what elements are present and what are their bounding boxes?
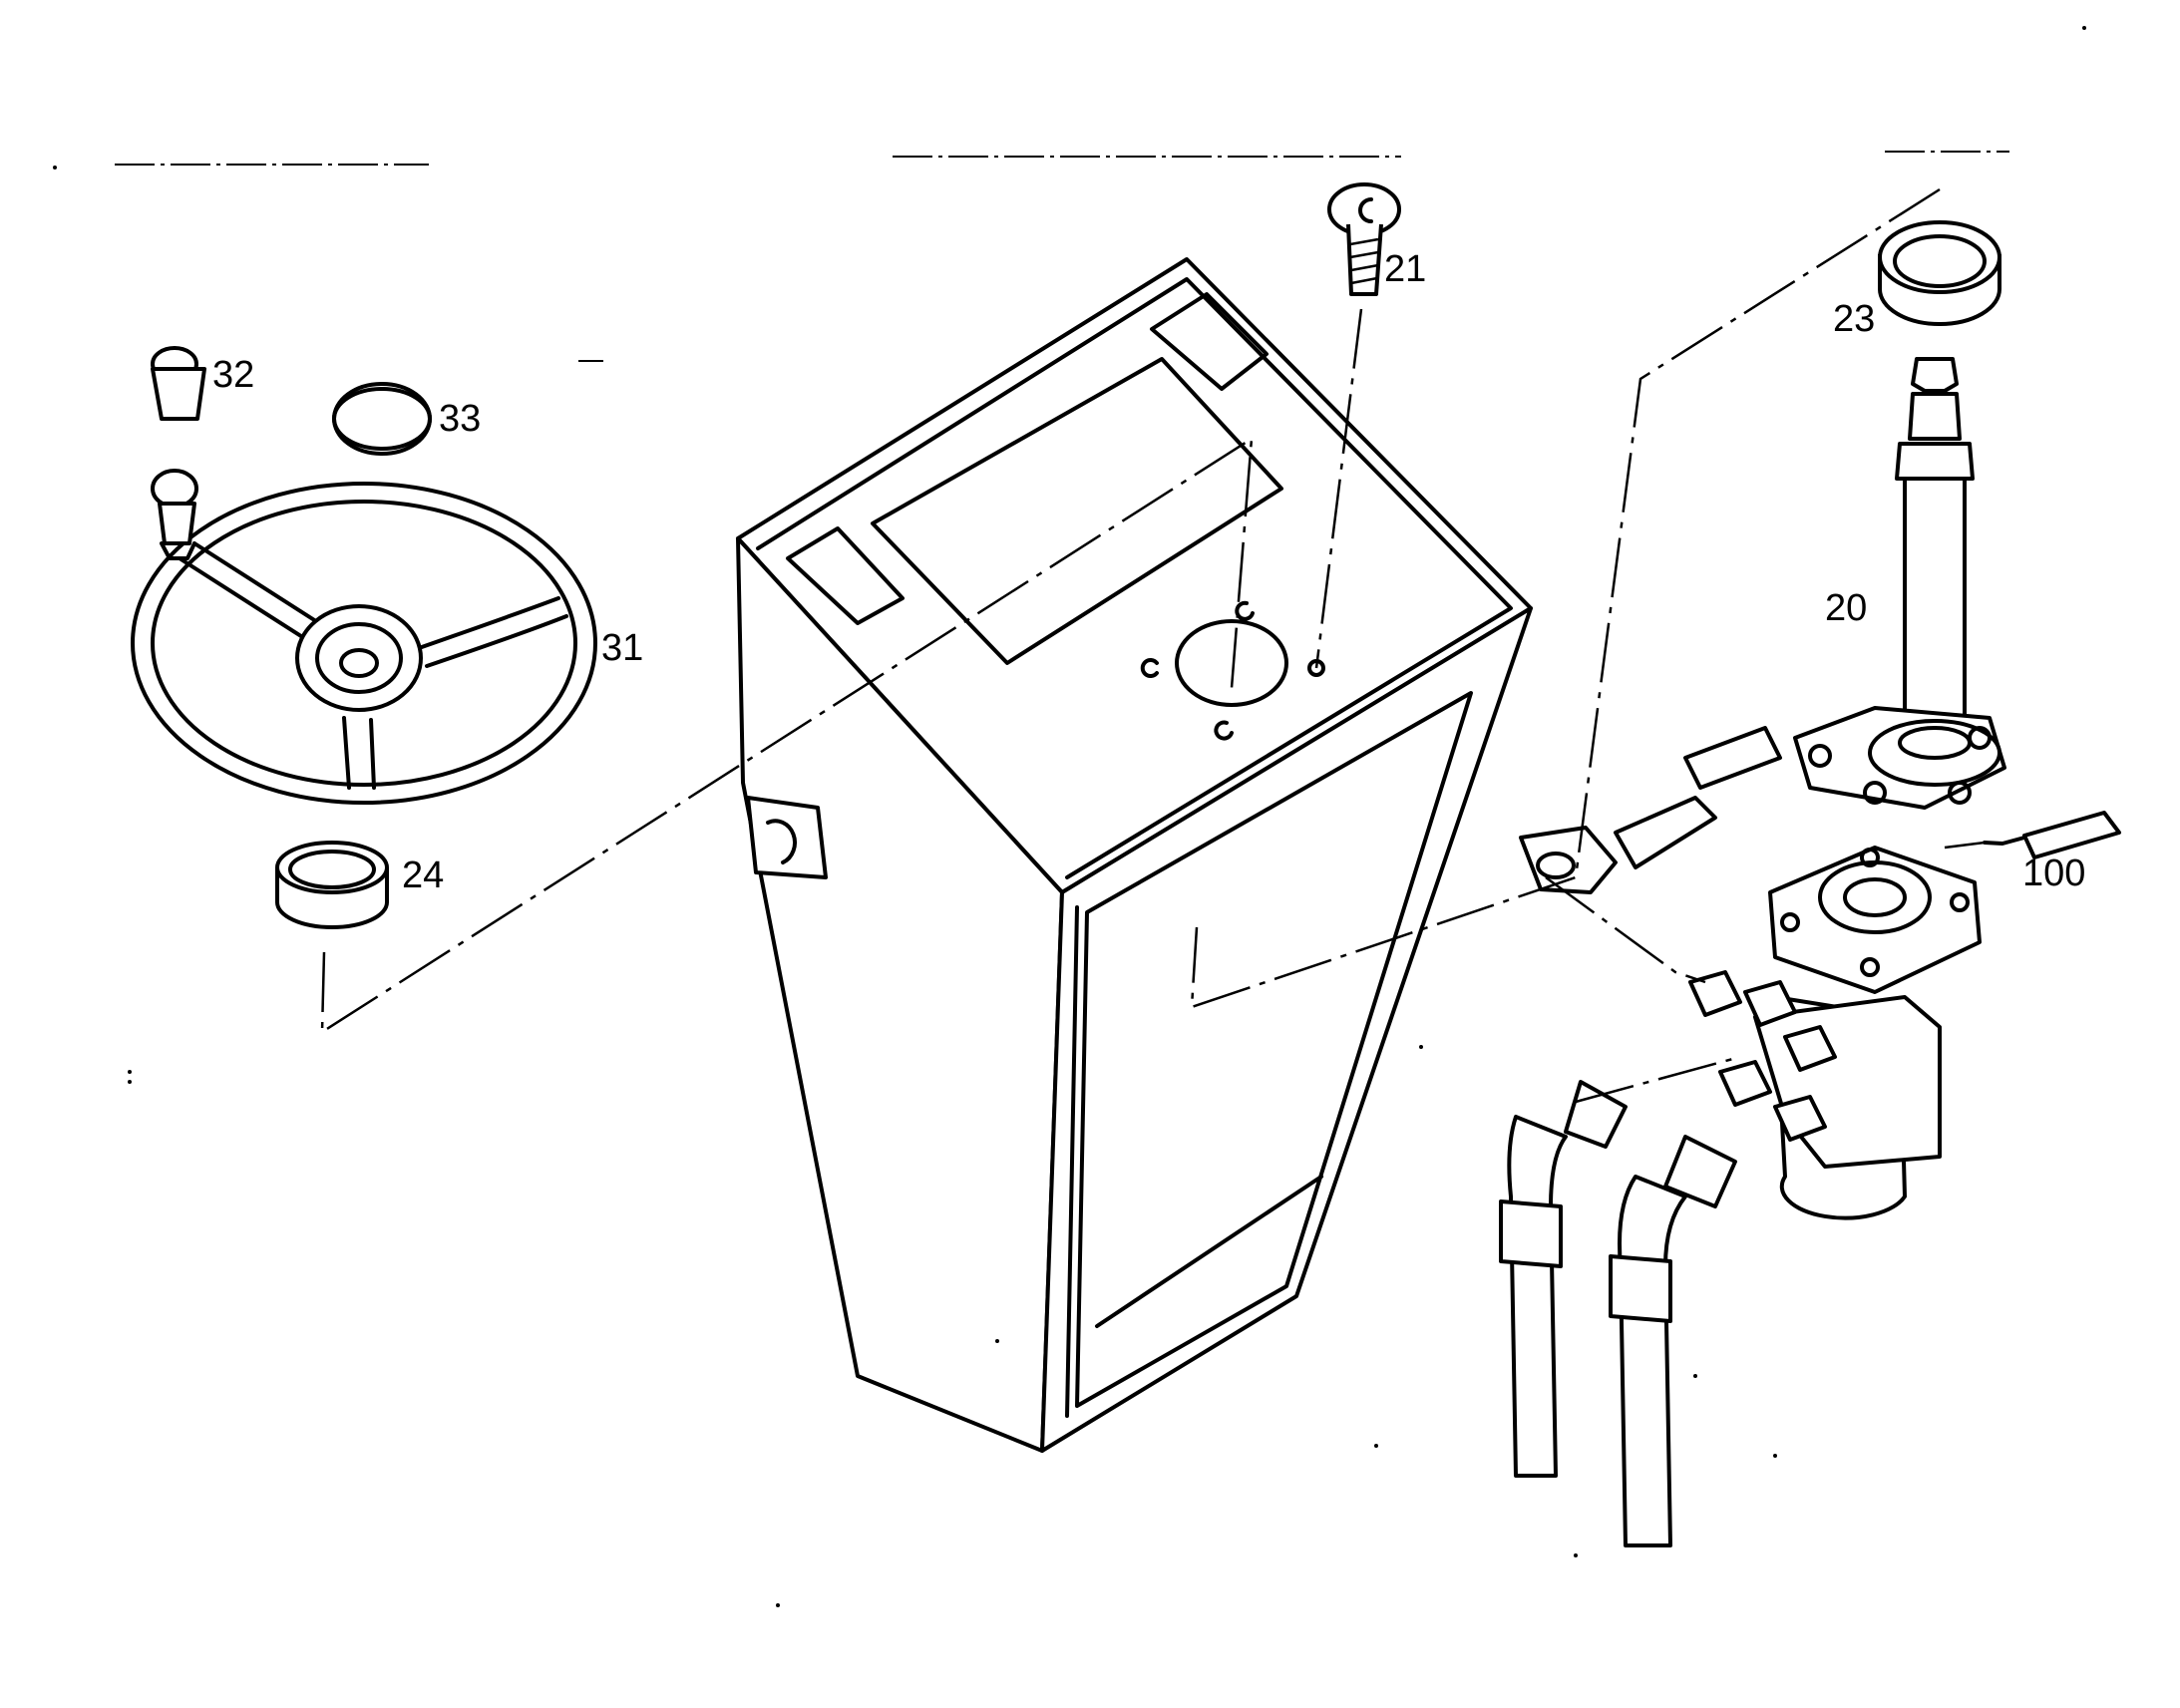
cap-icon	[332, 382, 432, 456]
callout-20: 20	[1825, 587, 1867, 629]
bolt-icon	[1327, 182, 1401, 296]
callout-31: 31	[601, 627, 643, 669]
knob-icon	[151, 346, 206, 421]
callout-33: 33	[439, 398, 481, 440]
hydraulic-valve-icon	[1688, 846, 1982, 1220]
callout-labels: 20 21 23 24 31 32 33 100	[212, 248, 2085, 896]
callout-23: 23	[1833, 298, 1875, 340]
callout-32: 32	[212, 354, 254, 396]
fitting-icon	[1688, 970, 1837, 1142]
steering-column-icon	[1793, 357, 2006, 810]
hose-icon	[1499, 726, 1782, 1547]
callout-24: 24	[402, 854, 444, 896]
callout-21: 21	[1384, 248, 1426, 290]
ring-icon	[275, 841, 389, 929]
header-rules	[115, 151, 2009, 362]
console-housing-icon	[736, 257, 1533, 1453]
assembly-leader-lines	[320, 187, 1986, 1104]
grease-tube-icon	[1983, 811, 2121, 859]
scan-specks	[53, 26, 2086, 1607]
ring-icon	[1878, 220, 2001, 326]
callout-100: 100	[2022, 853, 2085, 894]
steering-wheel-icon	[131, 469, 597, 805]
